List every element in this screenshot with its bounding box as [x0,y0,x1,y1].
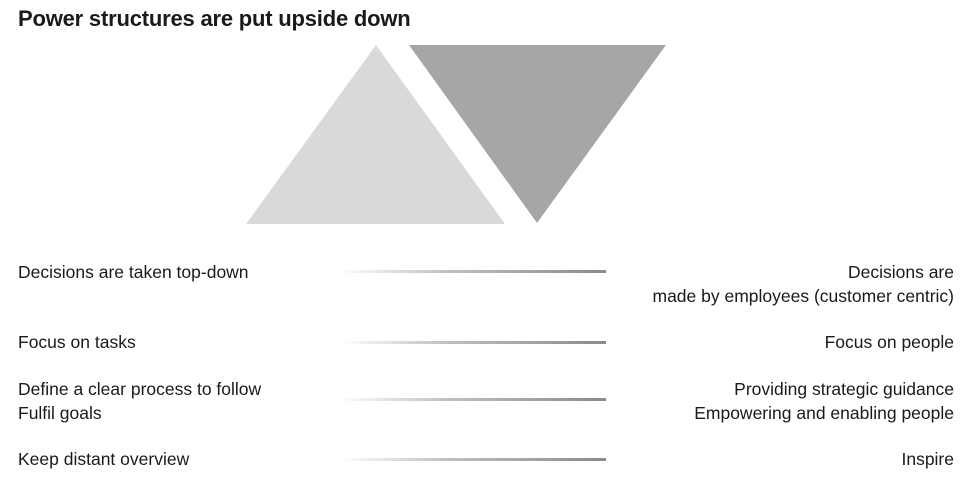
modern-line: Focus on people [824,332,954,352]
traditional-line: Decisions are taken top-down [18,262,249,282]
modern-line: made by employees (customer centric) [652,285,955,306]
traditional-line: Focus on tasks [18,332,136,352]
connector-line [340,270,606,273]
modern-line: Empowering and enabling people [694,402,954,423]
connector-line [340,398,606,401]
modern-text: Decisions are made by employees (custome… [653,261,955,308]
triangles-graphic [246,45,666,224]
traditional-line: Fulfil goals [18,402,102,423]
modern-text: Providing strategic guidance Empowering … [694,378,954,425]
modern-line: Providing strategic guidance [734,379,954,399]
page-title: Power structures are put upside down [18,6,411,31]
traditional-text: Focus on tasks [18,331,136,355]
inverted-triangle [409,45,666,223]
modern-text: Focus on people [825,331,954,355]
upright-triangle [246,45,505,224]
traditional-text: Define a clear process to follow Fulfil … [18,378,261,425]
connector-line [340,341,606,344]
traditional-line: Define a clear process to follow [18,379,262,399]
connector-line [340,458,606,461]
modern-line: Decisions are [847,262,954,282]
traditional-text: Decisions are taken top-down [18,261,249,285]
traditional-text: Keep distant overview [18,448,189,472]
traditional-line: Keep distant overview [18,449,190,469]
modern-line: Inspire [901,449,954,469]
modern-text: Inspire [901,448,954,472]
